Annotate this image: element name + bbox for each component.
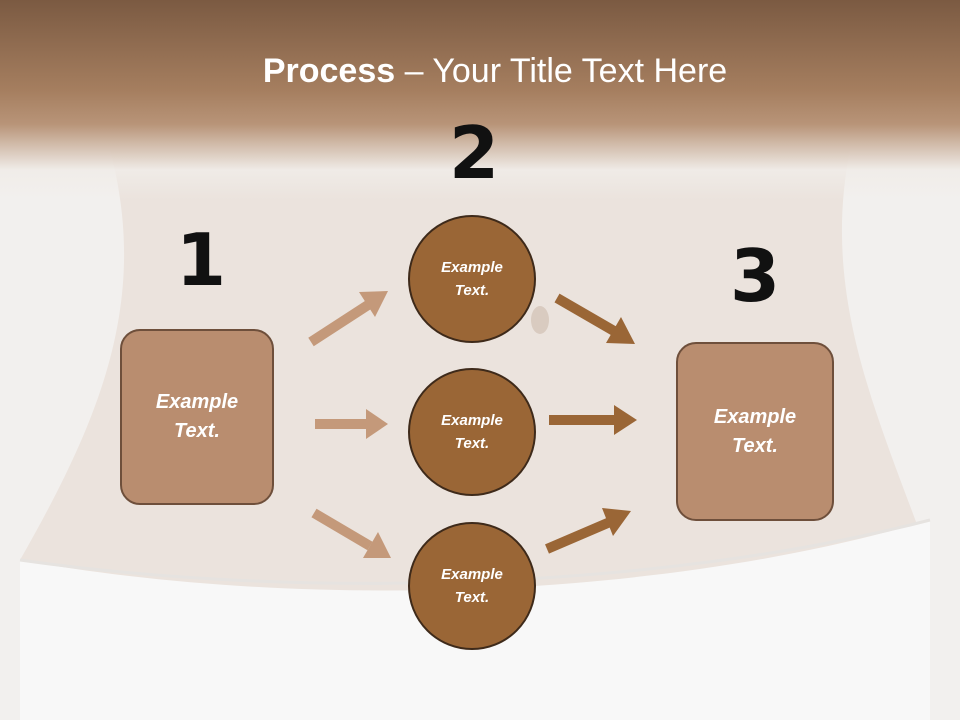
step-1-box: Example Text. [120,329,274,505]
arrow-left-to-top [308,300,371,347]
step-3-box-label: Example Text. [713,405,797,457]
arrow-head-top-to-right [606,317,635,344]
step-number-2: 2 [449,111,500,195]
step-2-circle-top: Example Text. [408,215,536,343]
header-band [0,0,960,200]
arrow-top-to-right [554,293,617,336]
arrow-head-left-to-bot [363,532,391,558]
step-2-circle-middle: Example Text. [408,368,536,496]
page-title: Process – Your Title Text Here [0,52,960,91]
arrow-bot-to-right [545,517,612,554]
circle-top-label: Example Text. [441,259,503,299]
title-bold: Process [262,52,396,90]
arrow-head-left-to-top [359,291,388,317]
circle-bottom-label: Example Text. [441,566,503,606]
circle-middle-label: Example Text. [441,412,503,452]
title-rest: – Your Title Text Here [395,52,728,90]
step-number-1: 1 [176,218,227,302]
step-3-box: Example Text. [676,342,834,521]
step-2-circle-bottom: Example Text. [408,522,536,650]
step-1-box-label: Example Text. [155,391,239,442]
arrow-head-bot-to-right [602,508,631,536]
step-number-3: 3 [730,234,781,318]
arrow-head-left-to-mid [366,409,388,439]
arrow-left-to-bot [311,508,373,551]
arrow-head-mid-to-right [614,405,637,435]
